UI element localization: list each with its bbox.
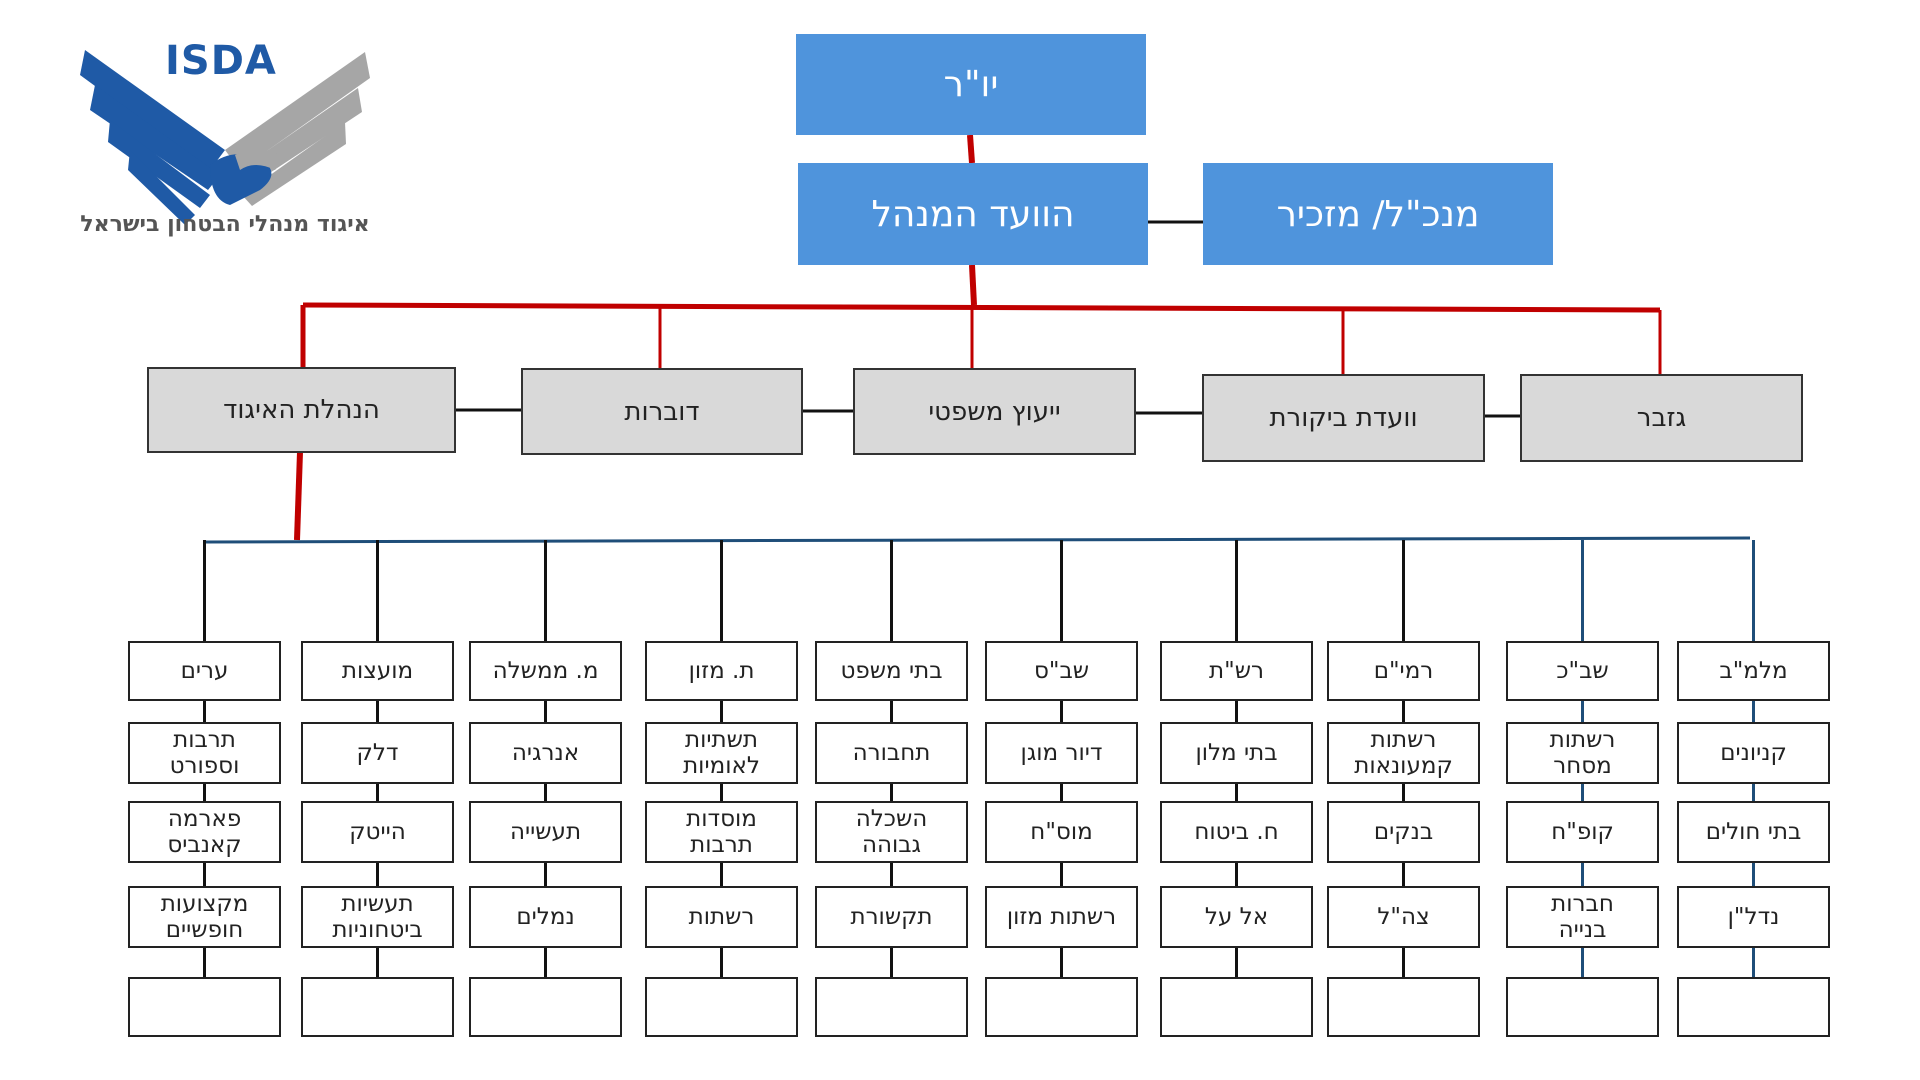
- sector-head: רמי"ם: [1327, 641, 1480, 701]
- sector-item: מקצועות חופשיים: [128, 886, 281, 948]
- sector-item: צה"ל: [1327, 886, 1480, 948]
- sector-item: מוס"ח: [985, 801, 1138, 863]
- sector-head: רש"ת: [1160, 641, 1313, 701]
- sector-item: רשתות מסחר: [1506, 722, 1659, 784]
- dept-spokesperson: דוברות: [521, 368, 803, 455]
- sector-item: תעשייה: [469, 801, 622, 863]
- sector-empty-slot: [815, 977, 968, 1037]
- sector-item: נדל"ן: [1677, 886, 1830, 948]
- sector-item: הייטק: [301, 801, 454, 863]
- board-box: הוועד המנהל: [798, 163, 1148, 265]
- logo-subtitle: איגוד מנהלי הבטחון בישראל: [80, 212, 370, 237]
- sector-item: בתי חולים: [1677, 801, 1830, 863]
- connector-red-down: [294, 451, 303, 541]
- sector-item: מוסדות תרבות: [645, 801, 798, 863]
- ceo-box: מנכ"ל/ מזכיר: [1203, 163, 1553, 265]
- sector-item: תשתיות לאומיות: [645, 722, 798, 784]
- sector-item: תעשיות ביטחוניות: [301, 886, 454, 948]
- sector-empty-slot: [985, 977, 1138, 1037]
- connector-chair-board: [967, 134, 975, 164]
- column-drops: [203, 540, 1755, 977]
- dept-management: הנהלת האיגוד: [147, 367, 456, 453]
- sector-empty-slot: [1506, 977, 1659, 1037]
- dept-treasurer: גזבר: [1520, 374, 1803, 462]
- sector-head: מ. ממשלה: [469, 641, 622, 701]
- sector-item: דיור מוגן: [985, 722, 1138, 784]
- sector-head: מלמ"ב: [1677, 641, 1830, 701]
- sector-empty-slot: [1677, 977, 1830, 1037]
- sector-head: ת. מזון: [645, 641, 798, 701]
- sector-item: חברות בנייה: [1506, 886, 1659, 948]
- sector-item: בנקים: [1327, 801, 1480, 863]
- sector-item: השכלה גבוהה: [815, 801, 968, 863]
- sector-head: בתי משפט: [815, 641, 968, 701]
- sector-item: תחבורה: [815, 722, 968, 784]
- sector-empty-slot: [301, 977, 454, 1037]
- sector-item: פארמה קאנביס: [128, 801, 281, 863]
- sector-head: ערים: [128, 641, 281, 701]
- connector-red-bus: [302, 302, 1661, 313]
- sector-head: מועצות: [301, 641, 454, 701]
- dept-legal: ייעוץ משפטי: [853, 368, 1136, 455]
- sector-item: דלק: [301, 722, 454, 784]
- sector-item: קניונים: [1677, 722, 1830, 784]
- connector-blue-bus: [204, 536, 1751, 544]
- sector-empty-slot: [1160, 977, 1313, 1037]
- sector-item: תקשורת: [815, 886, 968, 948]
- sector-head: שב"כ: [1506, 641, 1659, 701]
- dept-audit: וועדת ביקורת: [1202, 374, 1485, 462]
- sector-item: אל על: [1160, 886, 1313, 948]
- sector-empty-slot: [128, 977, 281, 1037]
- sector-item: תרבות וספורט: [128, 722, 281, 784]
- sector-item: ח. ביטוח: [1160, 801, 1313, 863]
- sector-head: שב"ס: [985, 641, 1138, 701]
- handshake-wings-icon: [80, 50, 370, 225]
- sector-empty-slot: [469, 977, 622, 1037]
- chairman-box: יו"ר: [796, 34, 1146, 135]
- sector-item: רשתות: [645, 886, 798, 948]
- connector-board-trunk: [969, 264, 977, 306]
- sector-item: רשתות קמעונאות: [1327, 722, 1480, 784]
- sector-item: קופ"ח: [1506, 801, 1659, 863]
- sector-item: נמלים: [469, 886, 622, 948]
- logo-wordmark: ISDA: [165, 38, 277, 84]
- sector-item: בתי מלון: [1160, 722, 1313, 784]
- sector-item: רשתות מזון: [985, 886, 1138, 948]
- sector-item: אנרגיה: [469, 722, 622, 784]
- sector-empty-slot: [645, 977, 798, 1037]
- sector-empty-slot: [1327, 977, 1480, 1037]
